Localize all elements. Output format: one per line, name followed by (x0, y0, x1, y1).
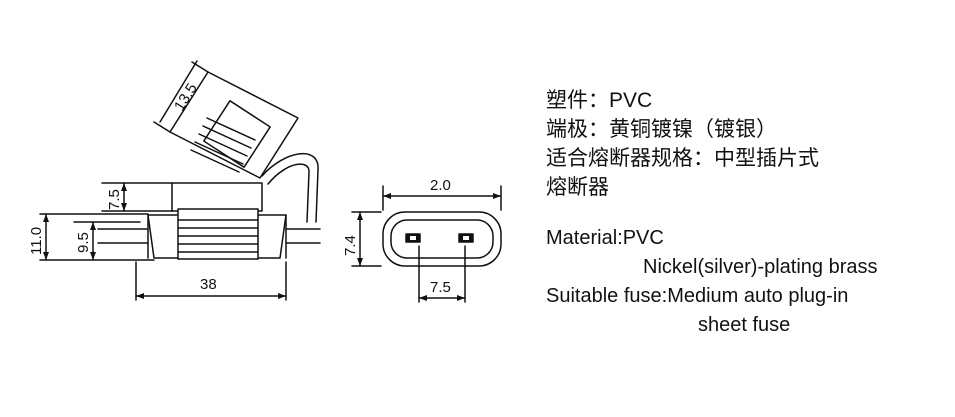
label-end-height: 7.4 (342, 235, 359, 256)
spec-en-terminal: Nickel(silver)-plating brass (643, 256, 878, 278)
holder-body (97, 182, 321, 260)
label-cover-height: 7.5 (106, 189, 123, 210)
label-total-height: 11.0 (28, 227, 45, 255)
dimension-arrows (43, 183, 501, 301)
open-cover (169, 71, 299, 179)
spec-en-fuse: Suitable fuse:Medium auto plug-in (546, 285, 849, 307)
end-view (382, 211, 502, 267)
label-body-height: 9.5 (75, 232, 92, 253)
label-terminal-spacing: 7.5 (430, 279, 451, 296)
label-end-width: 2.0 (430, 177, 451, 194)
label-length: 38 (200, 276, 217, 293)
dim-end-height (351, 211, 382, 267)
cover-strap (261, 153, 319, 223)
dim-end-width (382, 185, 502, 211)
dim-length (135, 261, 287, 301)
spec-en-material: Material:PVC (546, 227, 664, 249)
spec-cn-terminal: 端极：黄铜镀镍（镀银） (546, 118, 777, 141)
spec-cn-fuse-cont: 熔断器 (546, 176, 609, 199)
dim-cover-width (153, 60, 209, 133)
spec-cn-fuse: 适合熔断器规格：中型插片式 (546, 147, 819, 170)
spec-en-fuse-cont: sheet fuse (698, 314, 791, 336)
spec-cn-material: 塑件：PVC (546, 89, 653, 112)
